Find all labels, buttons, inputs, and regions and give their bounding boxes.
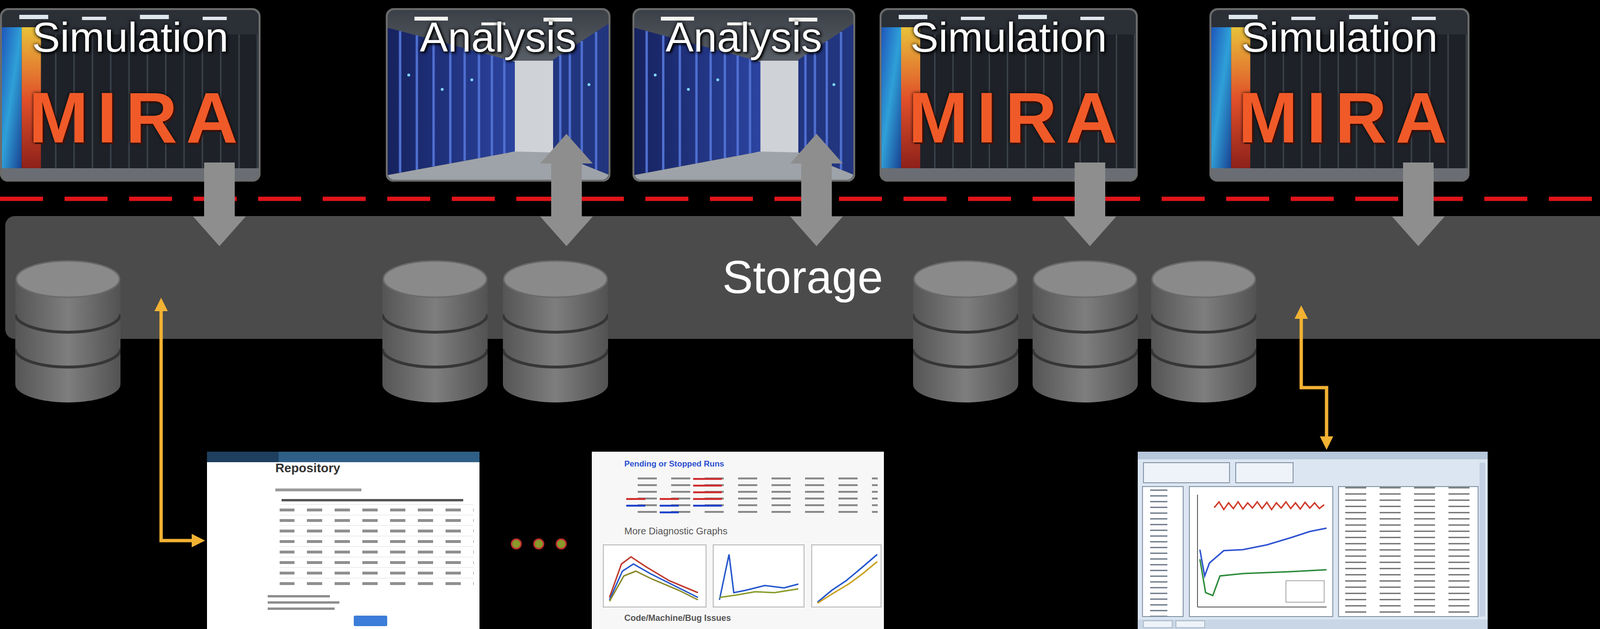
supercomputer-photo [1209, 8, 1470, 182]
monitor-screenshot [1137, 451, 1488, 629]
ellipsis-dots [511, 539, 566, 549]
connector-line [161, 309, 194, 541]
arrowhead [1294, 305, 1308, 319]
analysis-tile: Analysis [385, 8, 611, 182]
supercomputer-photo [879, 8, 1138, 182]
arrowhead [154, 297, 168, 312]
block-arrow-shape [790, 133, 843, 247]
block-arrow [1392, 162, 1445, 247]
node-label: More Diagnostic Graphs [624, 525, 728, 537]
connector-line [1301, 317, 1327, 438]
node-label: Simulation [910, 12, 1108, 62]
monitor-screenshot-picture [1137, 451, 1488, 629]
storage-band: Storage [5, 216, 1600, 339]
block-arrow-shape [1392, 162, 1445, 247]
supercomputer-photo [0, 8, 261, 182]
node-label: Analysis [665, 12, 823, 62]
node-label: Repository [275, 461, 341, 476]
connector-arrow [154, 297, 206, 548]
arrowhead [1319, 436, 1334, 450]
dashed-divider [0, 196, 1600, 202]
repository-screenshot-picture [206, 451, 480, 629]
block-arrow [790, 133, 843, 247]
machine-banner: MIRA [908, 76, 1126, 160]
connector-arrow [1294, 305, 1334, 450]
dashboard-screenshot-picture [591, 451, 884, 629]
node-label: Storage [722, 250, 883, 304]
block-arrow-shape [1063, 162, 1117, 247]
node-label: Simulation [1241, 12, 1438, 62]
block-arrow [1063, 162, 1117, 247]
node-label: Analysis [419, 12, 577, 62]
block-arrow [540, 133, 593, 247]
database-cylinders [15, 261, 1257, 403]
storage-band-shape [5, 216, 1600, 339]
analysis-tile: Analysis [632, 8, 856, 182]
repository-screenshot: Repository [206, 451, 480, 629]
machine-banner: MIRA [1238, 76, 1456, 160]
machine-banner: MIRA [28, 76, 247, 160]
node-label: Pending or Stopped Runs [624, 459, 725, 469]
dashboard-screenshot: Pending or Stopped RunsMore Diagnostic G… [591, 451, 884, 629]
block-arrow-shape [193, 162, 246, 247]
arrowhead [191, 533, 206, 548]
node-label: Code/Machine/Bug Issues [624, 613, 731, 624]
block-arrow [193, 162, 246, 247]
block-arrow-shape [540, 133, 593, 247]
node-label: Simulation [32, 12, 229, 62]
